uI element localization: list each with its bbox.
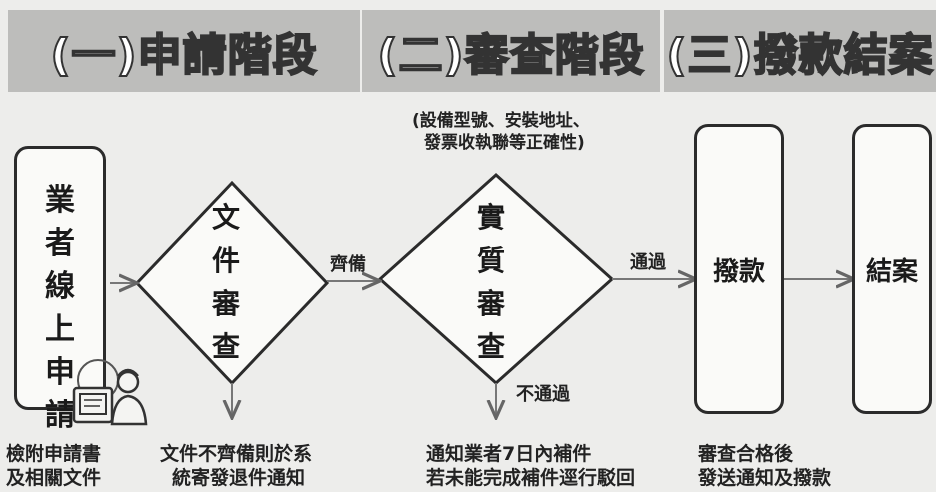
disburse-label: 撥款: [712, 256, 765, 287]
attach-docs-line: 檢附申請書: [6, 443, 102, 465]
online-apply-char: 線: [45, 269, 75, 304]
doc-review-char: 件: [212, 244, 241, 277]
edge-label-pass: 通過: [630, 252, 666, 273]
substantive-review-char: 查: [477, 330, 506, 363]
substantive-review-label: 實 質 審 查: [477, 196, 505, 368]
substantive-review-char: 實: [477, 201, 506, 234]
review-scope-line: (設備型號、安裝地址、: [412, 111, 590, 131]
online-apply-char: 者: [45, 226, 75, 261]
doc-review-char: 文: [212, 201, 241, 234]
doc-review-char: 查: [212, 330, 241, 363]
online-apply-char: 申: [45, 355, 75, 390]
doc-return-line: 統寄發退件通知: [172, 467, 306, 489]
supplement-line: 通知業者7日內補件: [426, 443, 592, 465]
phase-banner-apply: (一)申請階段: [8, 10, 360, 92]
substantive-review-char: 審: [477, 287, 506, 320]
edge-label-fail: 不通過: [516, 384, 570, 405]
doc-review-char: 審: [212, 287, 241, 320]
doc-return-line: 文件不齊備則於系: [160, 443, 313, 465]
online-apply-node: 業 者 線 上 申 請: [14, 146, 106, 433]
phase-banner-close: (三)撥款結案: [664, 10, 936, 92]
close-node: 結案: [852, 124, 932, 414]
doc-review-label: 文 件 審 查: [212, 196, 240, 368]
review-scope-line: 發票收執聯等正確性): [424, 133, 585, 153]
online-apply-char: 請: [45, 398, 75, 433]
notify-pay-note: 審查合格後 發送通知及撥款: [698, 442, 831, 490]
online-apply-label: 業 者 線 上 申 請: [45, 179, 75, 437]
online-apply-char: 上: [45, 312, 75, 347]
person-computer-icon: [72, 359, 148, 426]
supplement-line: 若未能完成補件逕行駁回: [426, 467, 636, 489]
review-scope-note: (設備型號、安裝地址、 發票收執聯等正確性): [412, 110, 590, 154]
phase-banner-review: (二)審查階段: [362, 10, 660, 92]
doc-return-note: 文件不齊備則於系 統寄發退件通知: [160, 442, 312, 490]
phase-title-review: (二)審查階段: [376, 29, 645, 82]
attach-docs-note: 檢附申請書 及相關文件: [6, 442, 101, 490]
supplement-note: 通知業者7日內補件 若未能完成補件逕行駁回: [426, 442, 635, 490]
online-apply-char: 業: [45, 183, 75, 218]
phase-title-apply: (一)申請階段: [49, 29, 318, 82]
phase-title-close: (三)撥款結案: [665, 29, 934, 82]
notify-pay-line: 審查合格後: [698, 443, 794, 465]
substantive-review-char: 質: [477, 244, 506, 277]
close-label: 結案: [865, 256, 918, 287]
disburse-node: 撥款: [694, 124, 784, 414]
notify-pay-line: 發送通知及撥款: [698, 467, 832, 489]
edge-label-complete: 齊備: [330, 254, 366, 275]
attach-docs-line: 及相關文件: [6, 467, 102, 489]
